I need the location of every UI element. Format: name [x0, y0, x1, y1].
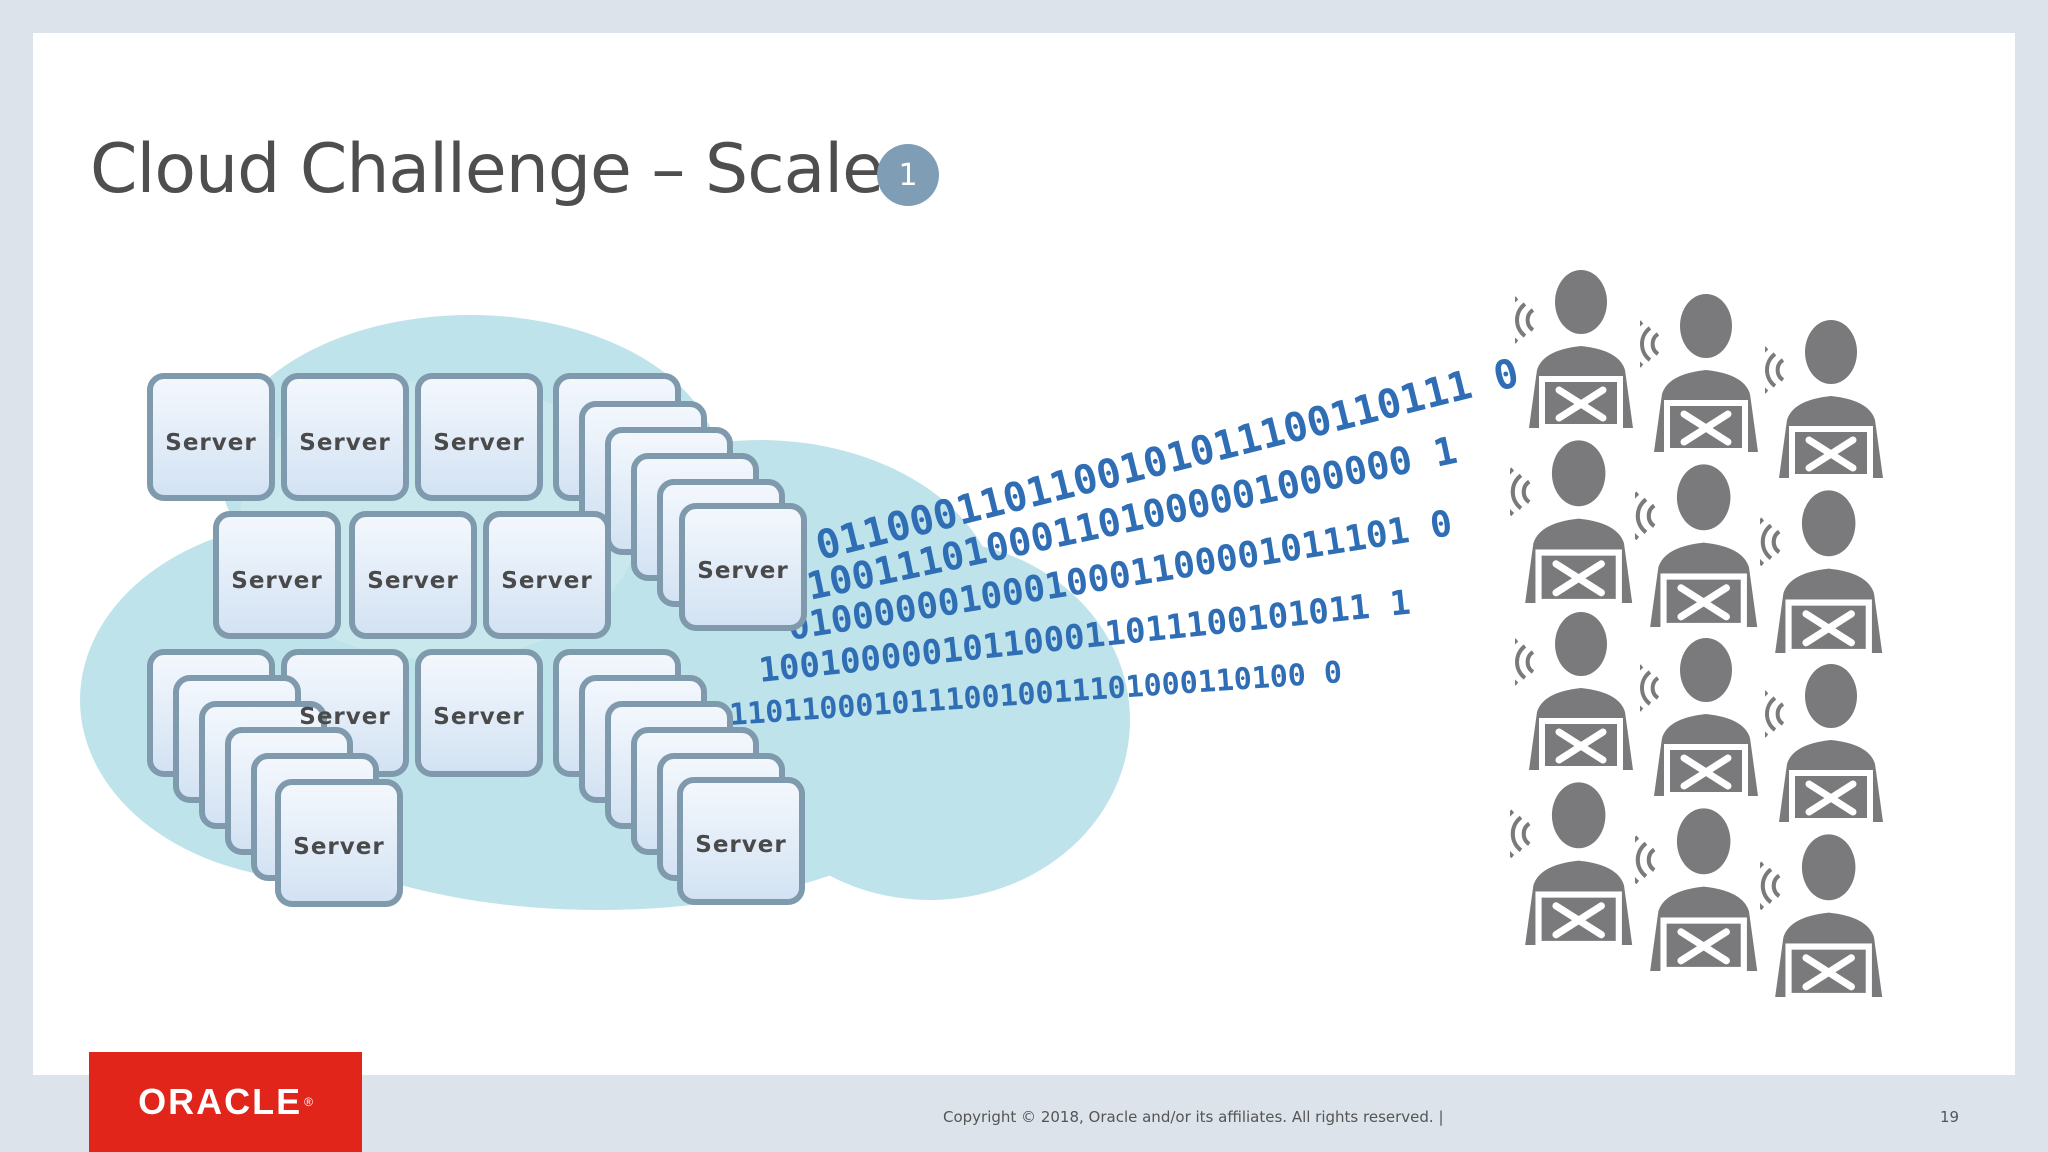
user-crowd: [1502, 270, 1883, 997]
server-label: Server: [697, 558, 788, 584]
copyright-notice: Copyright © 2018, Oracle and/or its affi…: [943, 1108, 1444, 1126]
server-label: Server: [433, 704, 524, 730]
server-label: Server: [695, 832, 786, 858]
step-badge: 1: [877, 144, 939, 206]
user-with-laptop-icon: [1756, 664, 1883, 822]
user-with-laptop-icon: [1627, 464, 1757, 627]
user-with-laptop-icon: [1502, 440, 1632, 603]
server-label: Server: [433, 430, 524, 456]
oracle-logo-text: ORACLE: [138, 1081, 303, 1122]
server-label: Server: [165, 430, 256, 456]
server-label: Server: [293, 834, 384, 860]
binary-stream: 0110001101100101011100110111 0 100111010…: [728, 350, 1523, 733]
user-with-laptop-icon: [1627, 808, 1757, 971]
server-label: Server: [231, 568, 322, 594]
user-with-laptop-icon: [1506, 612, 1633, 770]
user-with-laptop-icon: [1502, 782, 1632, 945]
server-label: Server: [299, 430, 390, 456]
page-title: Cloud Challenge – Scale: [90, 130, 884, 209]
registered-mark: ®: [304, 1095, 313, 1109]
server-label: Server: [501, 568, 592, 594]
server-labels: Server Server Server Server Server Serve…: [165, 430, 788, 860]
user-with-laptop-icon: [1631, 294, 1758, 452]
user-with-laptop-icon: [1752, 490, 1882, 653]
oracle-logo: ORACLE ®: [89, 1052, 362, 1152]
server-label: Server: [367, 568, 458, 594]
user-with-laptop-icon: [1506, 270, 1633, 428]
page-number: 19: [1940, 1108, 1960, 1126]
user-with-laptop-icon: [1631, 638, 1758, 796]
server-label: Server: [299, 704, 390, 730]
user-with-laptop-icon: [1756, 320, 1883, 478]
user-with-laptop-icon: [1752, 834, 1882, 997]
server-cluster: [147, 373, 807, 907]
